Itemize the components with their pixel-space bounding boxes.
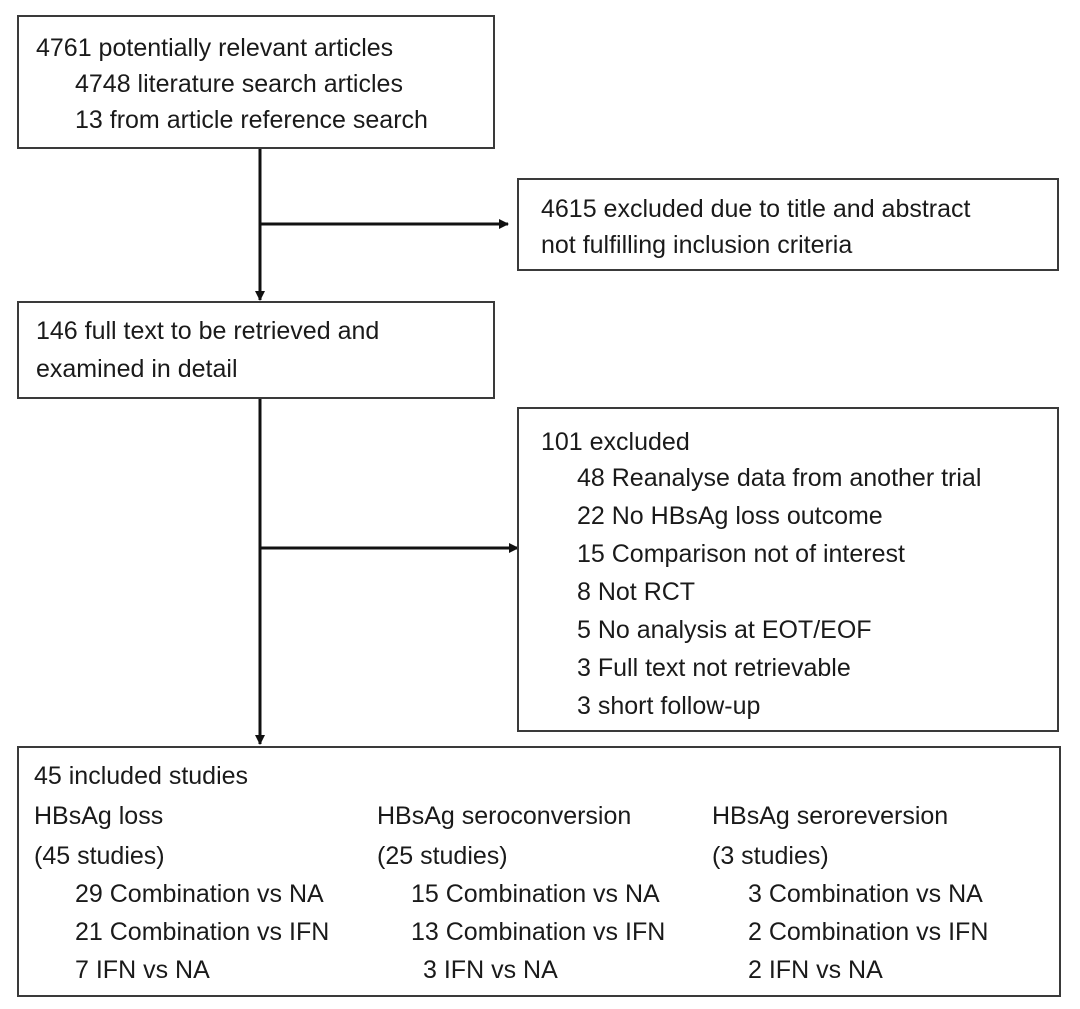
identified-box: 4761 potentially relevant articles 4748 … (17, 15, 495, 149)
identified-title: 4761 potentially relevant articles (36, 34, 394, 62)
identified-line: 4748 literature search articles (75, 70, 403, 98)
excluded-title-abstract-box: 4615 excluded due to title and abstract … (517, 178, 1059, 271)
included-col-item: 15 Combination vs NA (411, 880, 660, 908)
included-col-item: 3 Combination vs NA (748, 880, 983, 908)
excluded2-item: 15 Comparison not of interest (577, 540, 905, 568)
identified-line: 13 from article reference search (75, 106, 428, 134)
excluded2-item: 48 Reanalyse data from another trial (577, 464, 982, 492)
excluded-full-text-box: 101 excluded 48 Reanalyse data from anot… (517, 407, 1059, 732)
included-studies-box: 45 included studies HBsAg loss (45 studi… (17, 746, 1061, 997)
included-col-count: (25 studies) (377, 842, 508, 870)
excluded2-title: 101 excluded (541, 428, 690, 456)
excluded2-item: 22 No HBsAg loss outcome (577, 502, 883, 530)
excluded2-item: 3 short follow-up (577, 692, 761, 720)
included-col-item: 21 Combination vs IFN (75, 918, 330, 946)
included-col-item: 29 Combination vs NA (75, 880, 324, 908)
included-title: 45 included studies (34, 762, 249, 790)
included-col-item: 3 IFN vs NA (423, 956, 558, 984)
included-col-count: (3 studies) (712, 842, 829, 870)
included-col-heading: HBsAg seroreversion (712, 802, 949, 830)
excluded2-item: 8 Not RCT (577, 578, 696, 606)
included-col-item: 13 Combination vs IFN (411, 918, 666, 946)
full-text-line: examined in detail (36, 355, 238, 383)
included-col-heading: HBsAg loss (34, 802, 164, 830)
included-col-item: 2 IFN vs NA (748, 956, 883, 984)
excluded2-item: 5 No analysis at EOT/EOF (577, 616, 872, 644)
excluded2-item: 3 Full text not retrievable (577, 654, 851, 682)
included-col-item: 2 Combination vs IFN (748, 918, 989, 946)
included-col-item: 7 IFN vs NA (75, 956, 210, 984)
excluded1-line: 4615 excluded due to title and abstract (541, 195, 971, 223)
excluded1-line: not fulfilling inclusion criteria (541, 231, 853, 259)
included-col-count: (45 studies) (34, 842, 165, 870)
full-text-box: 146 full text to be retrieved and examin… (17, 301, 495, 399)
full-text-line: 146 full text to be retrieved and (36, 317, 380, 345)
included-col-heading: HBsAg seroconversion (377, 802, 632, 830)
